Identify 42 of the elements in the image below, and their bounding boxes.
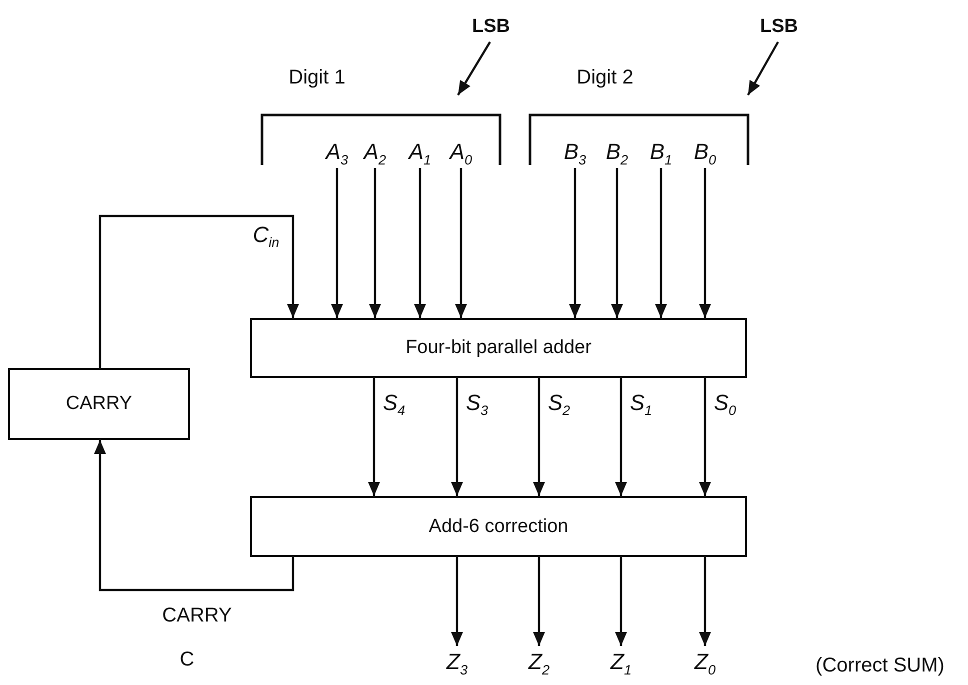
arrow xyxy=(615,557,627,646)
output-bit-label: Z$_{3}$ xyxy=(439,646,475,680)
arrow xyxy=(451,557,463,646)
input-bit-label: B$_{3}$ xyxy=(557,138,593,168)
arrow xyxy=(569,168,581,318)
arrow xyxy=(533,557,545,646)
arrow xyxy=(451,378,463,496)
arrow xyxy=(457,41,491,96)
lsb-label: LSB xyxy=(460,12,522,42)
carry-block: CARRY xyxy=(8,368,190,440)
adder-block: Four-bit parallel adder xyxy=(250,318,747,378)
arrow xyxy=(699,168,711,318)
output-bit-label: Z$_{2}$ xyxy=(521,646,557,680)
arrow xyxy=(611,168,623,318)
text-label: Digit 2 xyxy=(576,66,634,90)
arrow xyxy=(369,168,381,318)
text-label: Digit 1 xyxy=(288,66,346,90)
arrow xyxy=(747,41,779,96)
correction-block: Add-6 correction xyxy=(250,496,747,557)
output-bit-label: Z$_{0}$ xyxy=(687,646,723,680)
arrow xyxy=(655,168,667,318)
input-bit-label: A$_{0}$ xyxy=(443,138,479,168)
input-bit-label: B$_{0}$ xyxy=(687,138,723,168)
input-bit-label: A$_{3}$ xyxy=(319,138,355,168)
arrow xyxy=(699,378,711,496)
output-bit-label: Z$_{1}$ xyxy=(603,646,639,680)
arrow xyxy=(331,168,343,318)
text-label: (Correct SUM) xyxy=(816,654,944,678)
arrow xyxy=(533,378,545,496)
input-bit-label: B$_{2}$ xyxy=(599,138,635,168)
arrow xyxy=(699,557,711,646)
arrow xyxy=(615,378,627,496)
arrow xyxy=(455,168,467,318)
arrow xyxy=(414,168,426,318)
input-bit-label: B$_{1}$ xyxy=(643,138,679,168)
input-bit-label: A$_{2}$ xyxy=(357,138,393,168)
input-bit-label: A$_{1}$ xyxy=(402,138,438,168)
lsb-label: LSB xyxy=(748,12,810,42)
arrow xyxy=(368,378,380,496)
text-label: C xyxy=(180,648,194,672)
arrow xyxy=(98,214,299,368)
arrow xyxy=(94,440,294,592)
